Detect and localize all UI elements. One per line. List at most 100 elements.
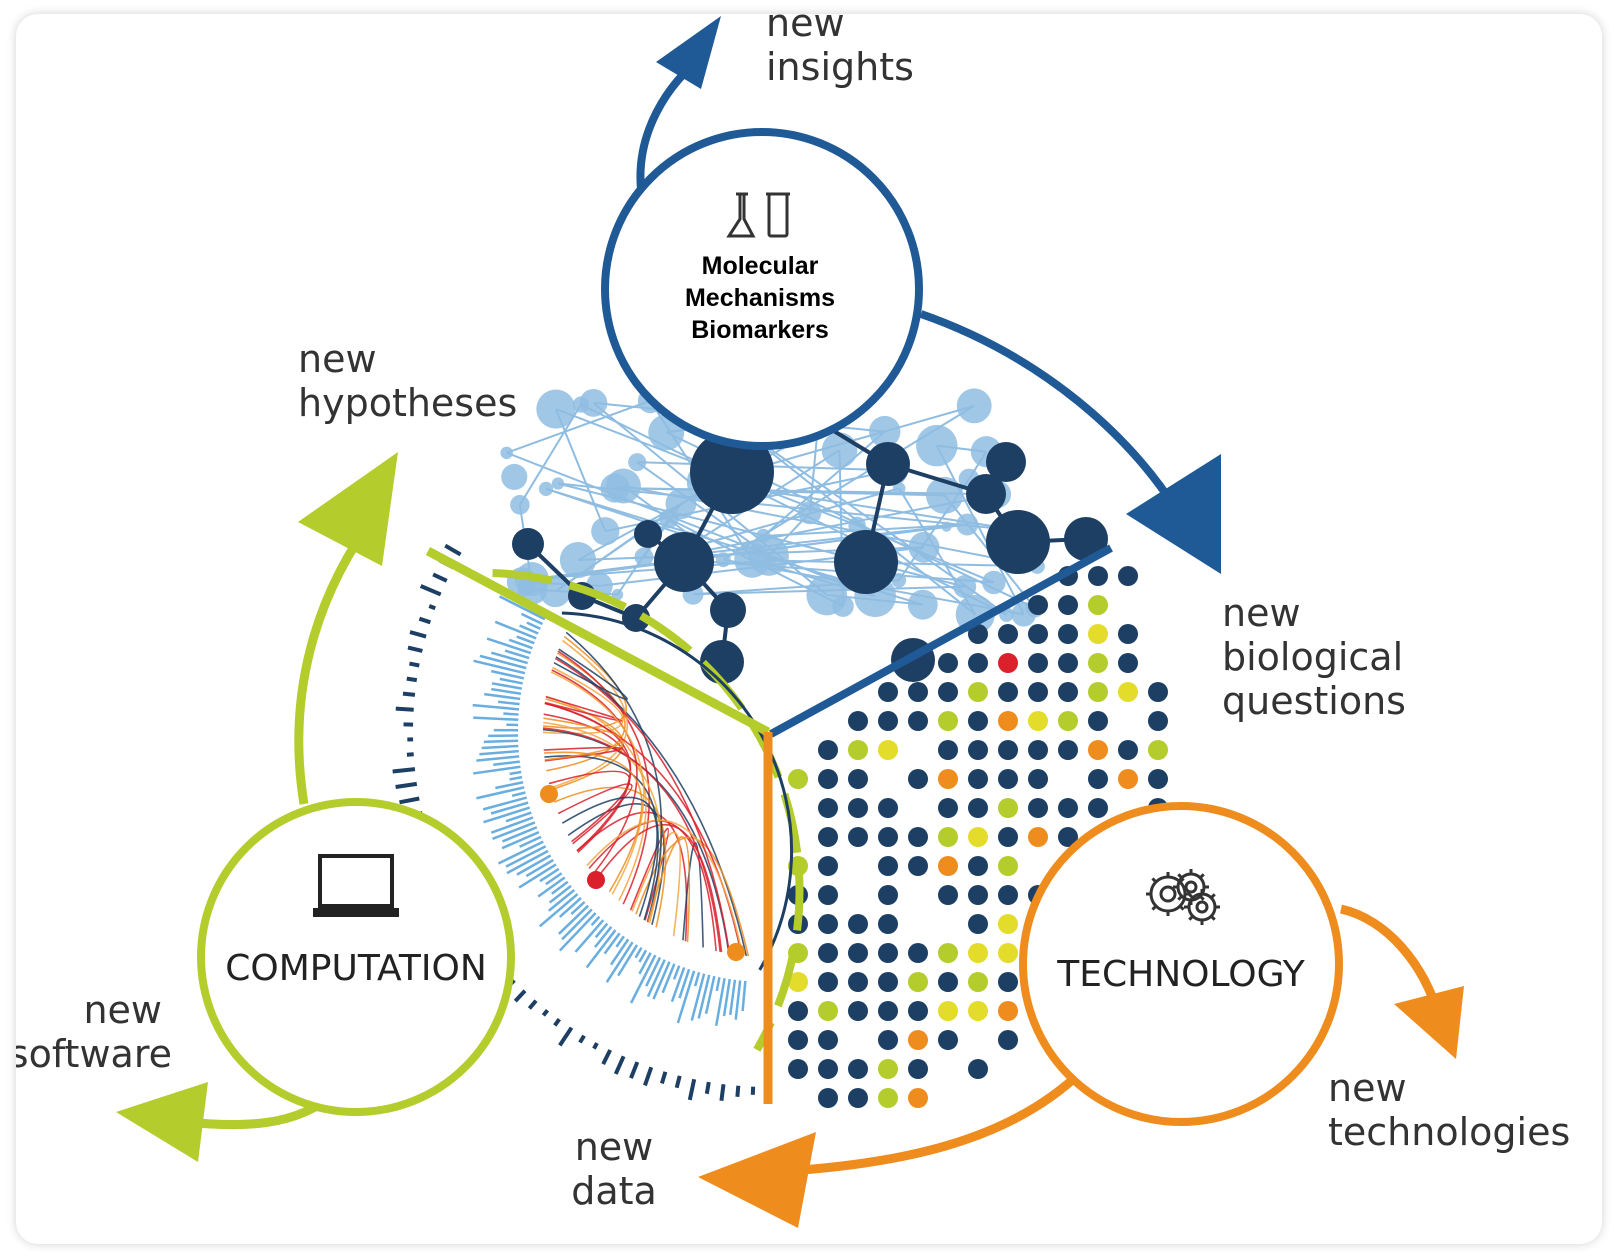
- data-dot: [968, 624, 988, 644]
- network-node: [634, 547, 654, 567]
- circos-spike: [499, 595, 546, 621]
- data-dot: [968, 1001, 988, 1021]
- circos-spike: [526, 621, 541, 630]
- arrowhead-hypotheses: [298, 452, 398, 566]
- network-node: [966, 474, 1006, 514]
- circos-chord: [647, 836, 691, 943]
- circos-plot: [392, 543, 804, 1101]
- circos-spike: [493, 760, 520, 767]
- circos-spike: [594, 926, 613, 948]
- data-dot: [1088, 798, 1108, 818]
- circos-spike: [585, 929, 617, 969]
- circos-spike: [661, 963, 676, 994]
- circos-spike: [504, 649, 530, 660]
- network-node: [986, 442, 1026, 482]
- circos-spike: [505, 845, 547, 868]
- data-dot: [998, 972, 1018, 992]
- circos-spike: [473, 659, 526, 675]
- label-hypotheses-2: hypotheses: [298, 381, 517, 425]
- circos-spike: [590, 915, 601, 927]
- data-dot: [908, 943, 928, 963]
- data-dot: [878, 914, 898, 934]
- circos-tick: [735, 1085, 741, 1097]
- circos-tick: [428, 604, 436, 611]
- data-dot: [848, 740, 868, 760]
- data-dot: [848, 943, 868, 963]
- data-dot: [908, 1088, 928, 1108]
- data-dot: [1148, 682, 1168, 702]
- network-node: [869, 415, 901, 448]
- data-dot: [968, 943, 988, 963]
- data-dot: [968, 827, 988, 847]
- data-dot: [1088, 711, 1108, 731]
- circos-spike: [672, 965, 681, 980]
- data-dot: [878, 740, 898, 760]
- data-dot: [908, 711, 928, 731]
- gear-tooth: [1177, 873, 1183, 879]
- network-node: [715, 552, 731, 568]
- circos-spike: [502, 826, 538, 843]
- gear-tooth: [1178, 904, 1185, 911]
- circos-spike: [481, 744, 519, 750]
- data-dot: [1058, 653, 1078, 673]
- label-questions-2: biological: [1222, 635, 1403, 679]
- circos-spike: [505, 811, 532, 823]
- data-dot: [848, 827, 868, 847]
- circos-spike: [629, 954, 657, 1004]
- circos-spike: [594, 922, 609, 939]
- data-dot: [878, 856, 898, 876]
- data-dot: [878, 1088, 898, 1108]
- data-dot: [1058, 624, 1078, 644]
- circos-chord: [543, 751, 643, 893]
- data-dot: [908, 1030, 928, 1050]
- omics-cycle-diagram: Molecular Mechanisms Biomarkers COMPUTAT…: [16, 14, 1570, 1228]
- circos-chord: [565, 631, 663, 923]
- circos-tick: [419, 584, 442, 597]
- network-node: [916, 424, 958, 467]
- arrow-data: [775, 1068, 1085, 1177]
- circos-spike: [490, 669, 525, 680]
- circos-spike: [476, 755, 520, 762]
- circos-tick: [592, 1042, 599, 1050]
- hub-molecular: Molecular Mechanisms Biomarkers: [601, 128, 923, 450]
- data-dot: [938, 856, 958, 876]
- data-dot: [908, 1059, 928, 1079]
- circos-spike: [609, 938, 630, 966]
- data-dot: [1148, 740, 1168, 760]
- network-edge: [935, 445, 1025, 615]
- arrowhead-insights: [656, 16, 721, 89]
- circos-chord: [553, 786, 667, 928]
- circos-tick: [674, 1075, 682, 1089]
- gear-tooth: [1177, 895, 1183, 901]
- circos-chord: [588, 819, 717, 952]
- circos-chord: [557, 783, 633, 845]
- network-node: [953, 575, 977, 599]
- data-dot: [998, 624, 1018, 644]
- circos-spike: [539, 867, 560, 883]
- label-software-2: software: [16, 1032, 172, 1076]
- network-node: [500, 446, 513, 460]
- network-node: [628, 453, 647, 472]
- circos-tick: [629, 1061, 640, 1079]
- network-node: [501, 463, 528, 490]
- data-dot: [968, 740, 988, 760]
- data-dot: [1088, 566, 1108, 586]
- network-node: [539, 576, 571, 608]
- circos-tick: [558, 1026, 574, 1047]
- circos-spike: [605, 941, 634, 983]
- label-questions-1: new: [1222, 591, 1301, 635]
- data-dot: [908, 856, 928, 876]
- circos-spike: [548, 889, 576, 912]
- circos-tick: [541, 1008, 550, 1017]
- circos-spike: [497, 840, 544, 865]
- data-dot: [878, 1059, 898, 1079]
- data-dot: [968, 711, 988, 731]
- circos-spike: [722, 978, 731, 1017]
- data-dot: [818, 1059, 838, 1079]
- circos-tick: [444, 543, 462, 557]
- circos-marker: [587, 871, 605, 889]
- data-dot: [818, 1030, 838, 1050]
- gear-tooth: [1188, 915, 1194, 921]
- circos-tick: [395, 706, 414, 712]
- data-dot: [908, 769, 928, 789]
